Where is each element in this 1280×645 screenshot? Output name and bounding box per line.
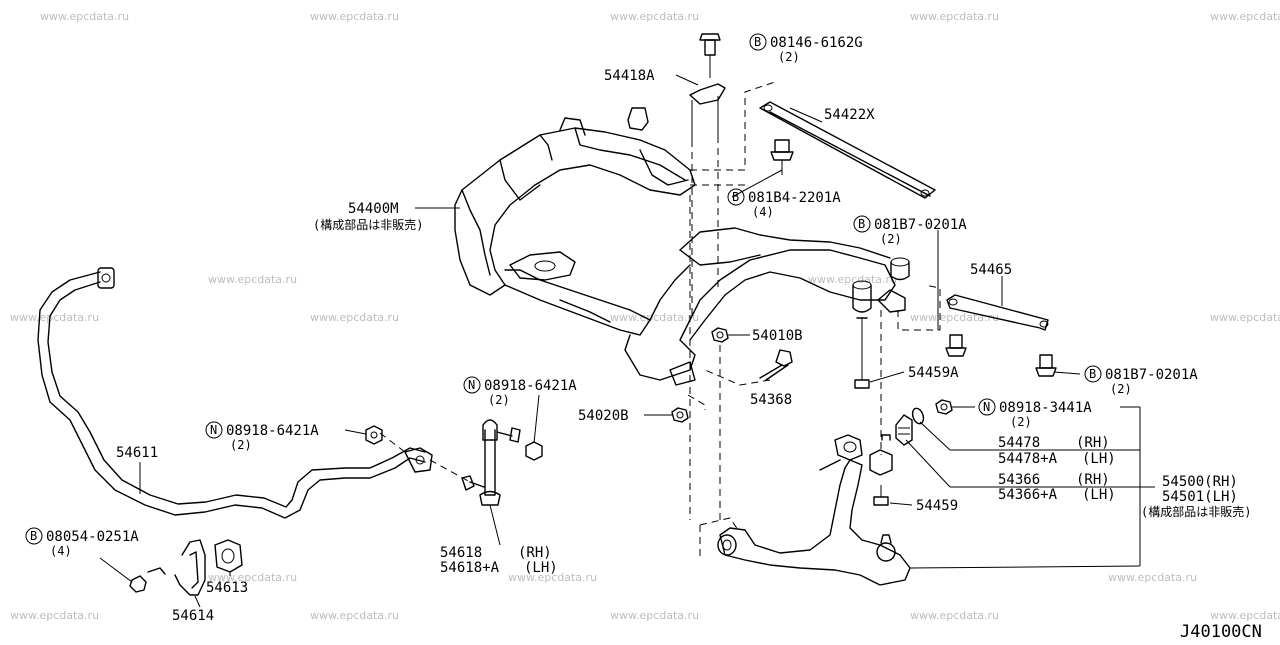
- watermark: www.epcdata.ru: [10, 311, 99, 324]
- label-54611: 54611: [116, 445, 158, 461]
- bushing-clamp: [129, 539, 243, 596]
- label-081b7-0201a: 081B7-0201A: [874, 217, 967, 233]
- lh-mark: (LH): [1082, 451, 1116, 467]
- nut-mark-icon: [205, 421, 223, 439]
- watermark: www.epcdata.ru: [310, 10, 399, 23]
- bolt-mark-icon: [727, 188, 745, 206]
- label-54465: 54465: [970, 262, 1012, 278]
- label-54368: 54368: [750, 392, 792, 408]
- label-08918-6421a: 08918-6421A: [226, 423, 319, 439]
- watermark: www.epcdata.ru: [310, 311, 399, 324]
- nut-mark: N: [210, 423, 217, 437]
- label-54020b: 54020B: [578, 408, 629, 424]
- label-54618: 54618: [440, 545, 482, 561]
- rh-mark: (RH): [518, 545, 552, 561]
- washers: [895, 399, 953, 446]
- bracket-54418a: [689, 33, 726, 320]
- lh-mark: (LH): [1082, 487, 1116, 503]
- watermark: www.epcdata.ru: [910, 10, 999, 23]
- rh-mark: (RH): [1076, 472, 1110, 488]
- lh-mark: (LH): [524, 560, 558, 576]
- label-54010b: 54010B: [752, 328, 803, 344]
- label-081b7-0201a: 081B7-0201A: [1105, 367, 1198, 383]
- qty: (2): [230, 438, 252, 452]
- label-08146-6162g: 08146-6162G: [770, 35, 863, 51]
- bar-54422x: [690, 81, 936, 199]
- qty: (2): [880, 232, 902, 246]
- watermark: www.epcdata.ru: [910, 311, 999, 324]
- watermark: www.epcdata.ru: [208, 273, 297, 286]
- stabilizer-bar: [37, 267, 433, 519]
- label-54422x: 54422X: [824, 107, 875, 123]
- alignment-lines: [687, 195, 739, 560]
- watermark: www.epcdata.ru: [508, 571, 597, 584]
- watermark: www.epcdata.ru: [310, 609, 399, 622]
- diagram-code: J40100CN: [1180, 622, 1262, 640]
- watermark: www.epcdata.ru: [910, 609, 999, 622]
- label-54500: 54500(RH): [1162, 474, 1238, 490]
- qty: (2): [1010, 415, 1032, 429]
- labels: B 08146-6162G (2) 54418A 54422X B 081B4-…: [25, 33, 1262, 642]
- watermark: www.epcdata.ru: [1108, 571, 1197, 584]
- watermark: www.epcdata.ru: [1210, 609, 1280, 622]
- nut-mark: N: [983, 400, 990, 414]
- qty: (2): [1110, 382, 1132, 396]
- note-not-sold-separately: (構成部品は非販売): [313, 217, 423, 232]
- bolt-mark-icon: [25, 527, 43, 545]
- label-54366: 54366: [998, 472, 1040, 488]
- label-54418a: 54418A: [604, 68, 655, 84]
- watermark: www.epcdata.ru: [1210, 311, 1280, 324]
- watermark: www.epcdata.ru: [1210, 10, 1280, 23]
- bolt-mark-icon: [853, 215, 871, 233]
- label-54459a: 54459A: [908, 365, 959, 381]
- link-54465: [897, 284, 1057, 377]
- bolt-mark: B: [1089, 367, 1096, 381]
- label-54614: 54614: [172, 608, 214, 624]
- watermark: www.epcdata.ru: [10, 609, 99, 622]
- bolt-mark-icon: [749, 33, 767, 51]
- qty: (2): [488, 393, 510, 407]
- label-54366a: 54366+A: [998, 487, 1058, 503]
- bolt-mark: B: [732, 190, 739, 204]
- nut-mark: N: [468, 378, 475, 392]
- watermark: www.epcdata.ru: [610, 609, 699, 622]
- label-081b4-2201a: 081B4-2201A: [748, 190, 841, 206]
- label-08054-0251a: 08054-0251A: [46, 529, 139, 545]
- label-54613: 54613: [206, 580, 248, 596]
- qty: (4): [752, 205, 774, 219]
- stabilizer-link: [365, 419, 543, 506]
- suspension-member-drawing: [454, 107, 910, 386]
- bolt-mark: B: [858, 217, 865, 231]
- qty: (2): [778, 50, 800, 64]
- lower-arm-54500: [717, 434, 911, 586]
- bolt-mark-icon: [1084, 365, 1102, 383]
- nut-mark-icon: [978, 398, 996, 416]
- label-54618a: 54618+A: [440, 560, 500, 576]
- label-54478: 54478: [998, 435, 1040, 451]
- qty: (4): [50, 544, 72, 558]
- label-08918-6421a: 08918-6421A: [484, 378, 577, 394]
- watermark: www.epcdata.ru: [610, 311, 699, 324]
- note-not-sold-separately: (構成部品は非販売): [1141, 504, 1251, 519]
- bolt-mark: B: [754, 35, 761, 49]
- watermark: www.epcdata.ru: [808, 273, 897, 286]
- bolt-mark: B: [30, 529, 37, 543]
- watermark: www.epcdata.ru: [610, 10, 699, 23]
- label-54501: 54501(LH): [1162, 489, 1238, 505]
- nut-mark-icon: [463, 376, 481, 394]
- label-54400m: 54400M: [348, 201, 399, 217]
- watermarks: www.epcdata.ru www.epcdata.ru www.epcdat…: [10, 10, 1280, 622]
- fasteners-center: [671, 310, 889, 506]
- label-54459: 54459: [916, 498, 958, 514]
- label-08918-3441a: 08918-3441A: [999, 400, 1092, 416]
- leader-lines: [99, 74, 1155, 608]
- label-54478a: 54478+A: [998, 451, 1058, 467]
- rh-mark: (RH): [1076, 435, 1110, 451]
- watermark: www.epcdata.ru: [40, 10, 129, 23]
